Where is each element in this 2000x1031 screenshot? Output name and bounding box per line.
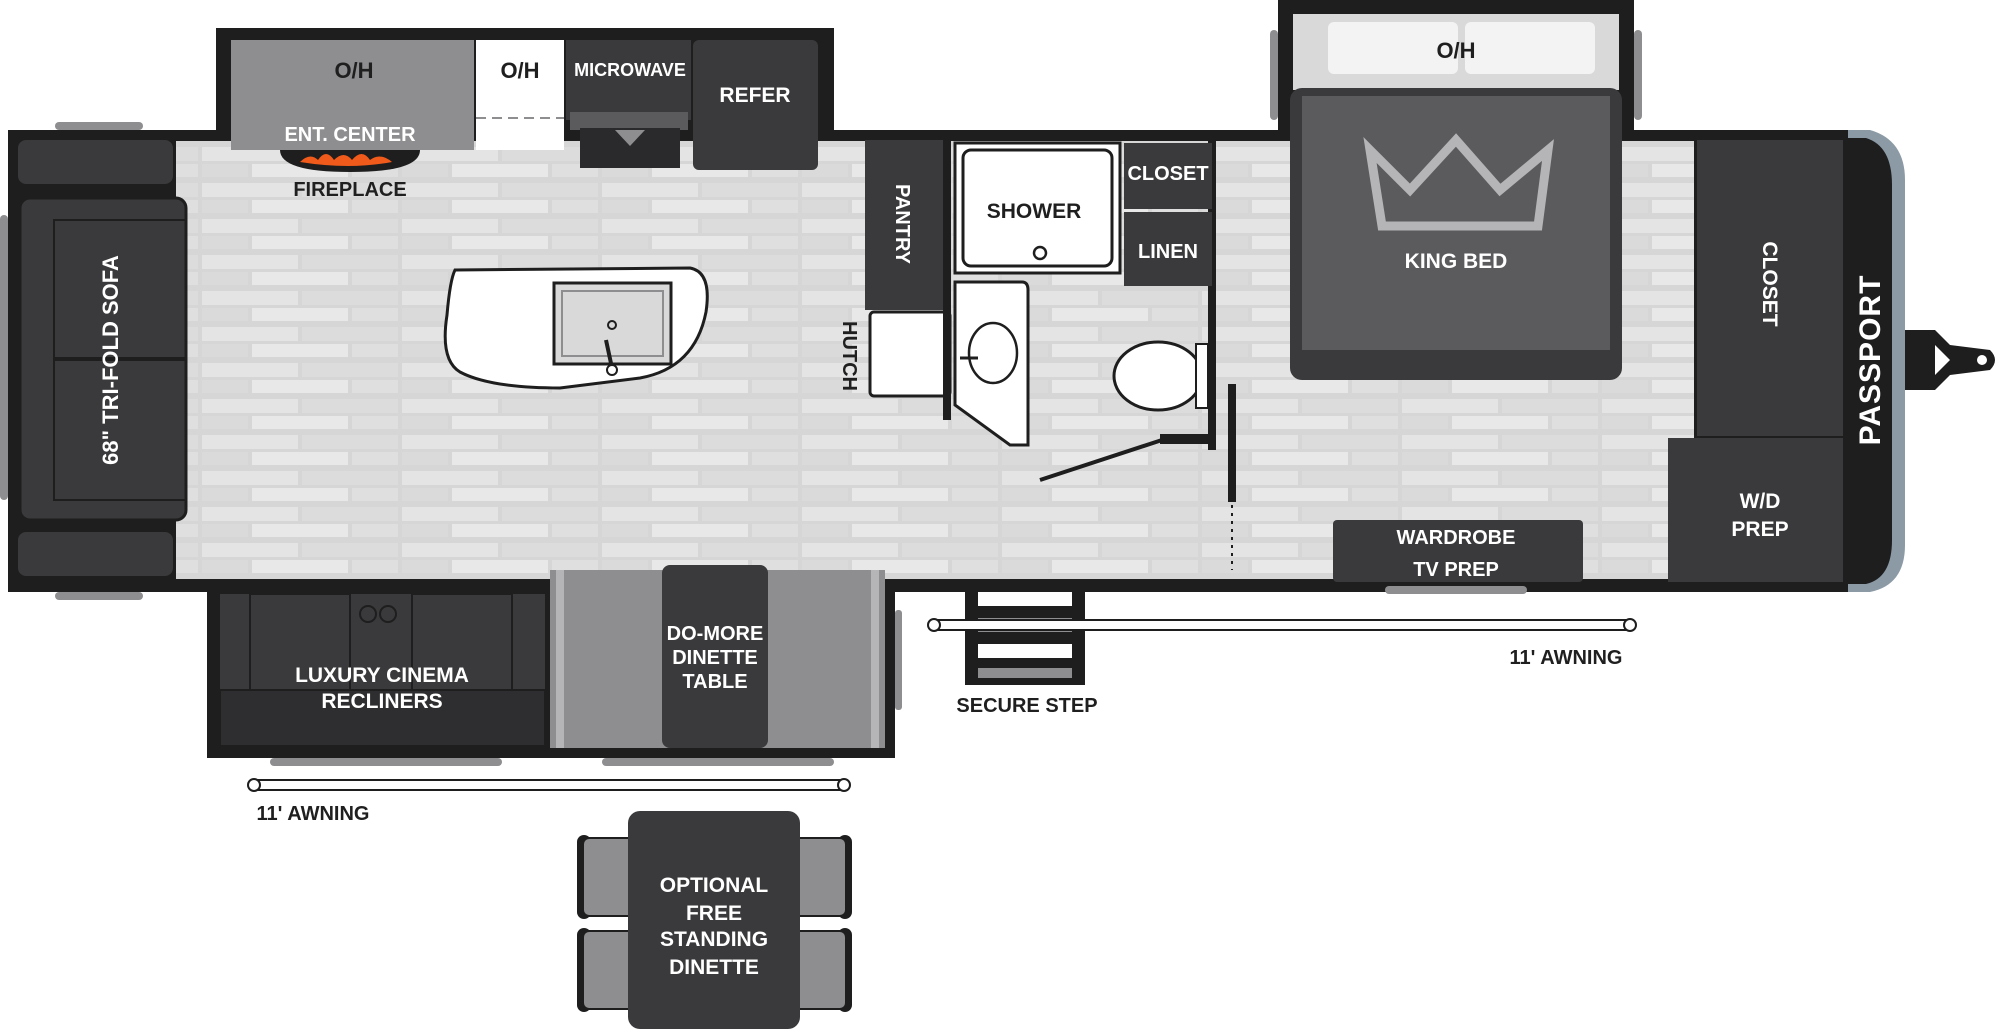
microwave-vent-icon — [615, 130, 645, 146]
king-bed — [1290, 14, 1622, 380]
hitch-icon — [1905, 330, 1995, 390]
wd-prep-label-1: W/D — [1740, 490, 1781, 513]
dinette-label-1: DO-MORE — [667, 623, 764, 645]
kitchen-slide-cabinets — [231, 40, 818, 170]
closet-bath-label: CLOSET — [1127, 163, 1208, 185]
dinette-label-3: TABLE — [682, 671, 747, 693]
hutch-label: HUTCH — [838, 321, 860, 391]
king-bed-label: KING BED — [1405, 250, 1508, 273]
pantry-hutch — [865, 140, 952, 398]
sofa-label: 68" TRI-FOLD SOFA — [98, 255, 123, 465]
crown-icon — [1363, 133, 1554, 231]
oh-center-label: O/H — [500, 58, 539, 83]
fireplace-label: FIREPLACE — [293, 179, 406, 201]
awning-right-label: 11' AWNING — [1510, 647, 1623, 669]
wd-prep-label-2: PREP — [1731, 518, 1788, 541]
recliners-label-1: LUXURY CINEMA — [295, 664, 469, 687]
oh-bedroom-label: O/H — [1436, 38, 1475, 63]
cinema-recliners — [219, 593, 546, 747]
linen-label: LINEN — [1138, 241, 1198, 263]
pantry-label: PANTRY — [891, 184, 913, 265]
shower-label: SHOWER — [987, 200, 1082, 223]
oh-kitchen-label: O/H — [334, 58, 373, 83]
wardrobe-label-1: WARDROBE — [1397, 527, 1516, 549]
optional-dinette — [577, 811, 852, 1029]
fireplace-flame-icon — [280, 150, 420, 172]
dinette-label-2: DINETTE — [672, 647, 758, 669]
recliners-label-2: RECLINERS — [321, 690, 442, 713]
secure-step — [965, 585, 1085, 685]
optional-label-4: DINETTE — [669, 956, 759, 979]
slide-handles — [0, 30, 1642, 766]
refer-label: REFER — [719, 84, 790, 107]
tri-fold-sofa — [18, 140, 188, 576]
front-closets — [1333, 140, 1843, 582]
do-more-dinette — [550, 565, 885, 748]
ent-center-label: ENT. CENTER — [284, 124, 416, 146]
wardrobe-label-2: TV PREP — [1413, 559, 1499, 581]
awning-left — [247, 778, 851, 792]
bedroom-door — [1228, 384, 1236, 570]
sink-icon — [552, 281, 673, 376]
brand-logo: PASSPORT — [1854, 275, 1887, 446]
optional-label-3: STANDING — [660, 928, 768, 951]
secure-step-label: SECURE STEP — [956, 695, 1097, 717]
closet-front-label: CLOSET — [1758, 241, 1781, 326]
microwave-label: MICROWAVE — [574, 60, 686, 80]
awning-right — [927, 618, 1637, 632]
awning-left-label: 11' AWNING — [257, 803, 370, 825]
optional-label-2: FREE — [686, 902, 742, 925]
bathroom — [943, 140, 1216, 482]
optional-label-1: OPTIONAL — [660, 874, 769, 897]
